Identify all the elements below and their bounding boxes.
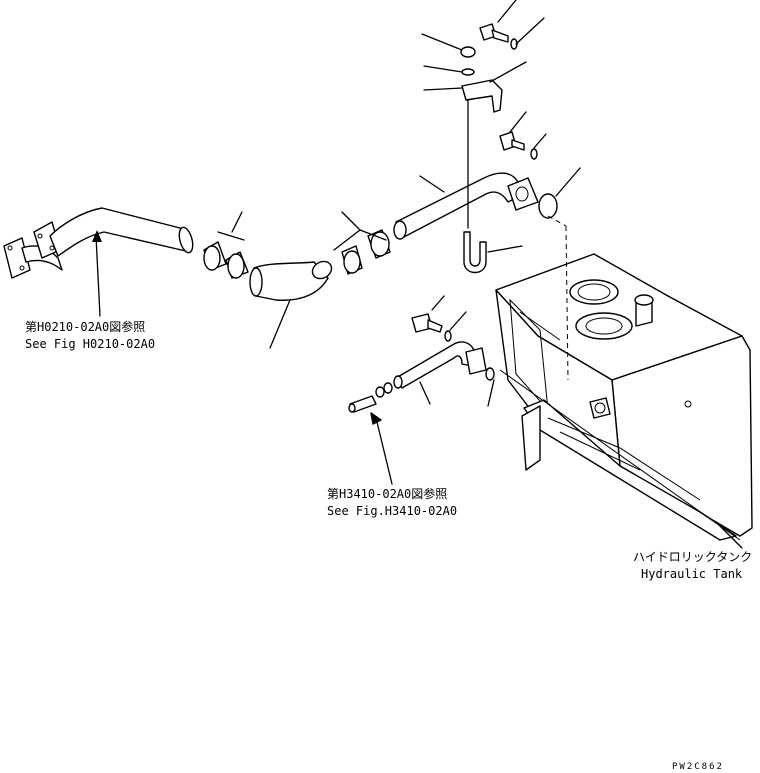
hydraulic-tank xyxy=(495,215,753,549)
exhaust-ref-en: See Fig H0210-02A0 xyxy=(25,337,156,351)
exhaust-ref-jp: 第H0210-02A0図参照 xyxy=(25,320,146,334)
upper-bent-pipe xyxy=(393,172,539,240)
drawing-code: PW2C862 xyxy=(672,762,724,772)
rubber-hose xyxy=(249,260,333,301)
lower-ref-jp: 第H3410-02A0図参照 xyxy=(327,487,448,501)
tank-name-jp: ハイドロリックタンク xyxy=(633,550,753,564)
hose-clamps-right xyxy=(333,211,391,275)
left-flanged-pipe xyxy=(3,207,194,279)
u-bolt xyxy=(463,231,523,274)
lower-pipe-assembly xyxy=(393,295,495,407)
lower-ref-en: See Fig.H3410-02A0 xyxy=(327,504,458,518)
tank-name-en: Hydraulic Tank xyxy=(641,567,743,581)
exhaust-ref-leader xyxy=(92,230,291,349)
lower-fitting xyxy=(348,382,393,485)
middle-hardware xyxy=(499,111,581,219)
top-hardware xyxy=(421,0,545,229)
hose-clamps-left xyxy=(203,211,249,279)
